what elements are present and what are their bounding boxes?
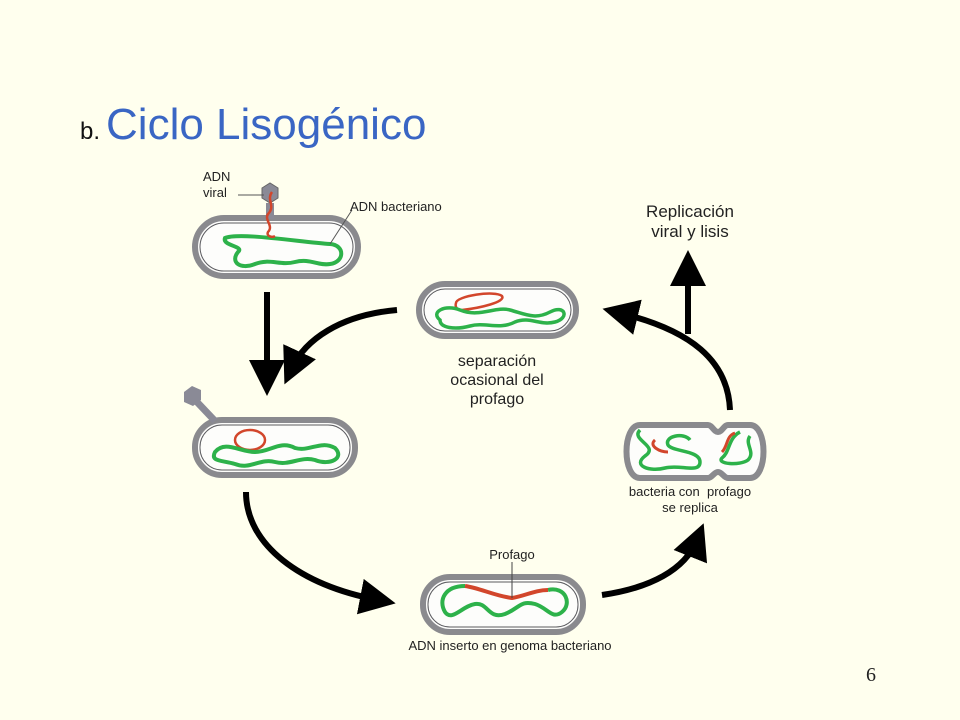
label-replication-line2: viral y lisis — [651, 222, 729, 242]
label-viral-dna-line1: ADN — [203, 169, 231, 184]
label-prophage: Profago — [489, 547, 535, 562]
label-replication-lysis: Replicación viral y lisis — [620, 202, 760, 243]
cell-wall-inner — [199, 424, 351, 471]
cell-infection — [192, 182, 361, 279]
arrow-circle-to-integration — [243, 491, 396, 615]
prophage-dna-right — [720, 431, 736, 454]
cell-wall-inner — [423, 288, 572, 332]
cell-wall — [192, 215, 361, 279]
bacterial-dna-right — [719, 430, 753, 466]
label-bacterial-dna: ADN bacteriano — [350, 199, 442, 214]
cell-circularization — [184, 386, 358, 478]
page-number: 6 — [866, 664, 876, 686]
slide-title: b.Ciclo Lisogénico — [80, 100, 426, 150]
label-inserted-dna: ADN inserto en genoma bacteriano — [408, 638, 612, 653]
bacterial-dna-left — [636, 428, 702, 471]
label-viral-dna-line2: viral — [203, 184, 227, 200]
label-separation-line3: profago — [469, 391, 525, 409]
bacterial-dna — [211, 443, 341, 468]
bacterial-dna — [435, 306, 566, 330]
title-prefix: b. — [80, 118, 101, 145]
arrow-excision-to-circle — [283, 307, 398, 385]
label-replication-line1: Replicación — [646, 202, 734, 221]
label-dividing-cell: bacteria con profago se replica — [610, 484, 770, 515]
label-separation-line1: separación — [457, 353, 537, 370]
cell-division — [623, 422, 767, 481]
label-dividing-line1: bacteria con profago — [628, 484, 752, 499]
phage-tail-icon — [194, 399, 218, 424]
phage-head-icon — [184, 386, 201, 406]
arrow-integration-to-division — [601, 523, 708, 598]
label-separation: separación ocasional del profago — [430, 352, 564, 410]
bacterial-dna — [222, 234, 344, 269]
label-viral-dna: ADN viral — [203, 169, 230, 200]
cell-excision — [416, 281, 579, 339]
cell-wall — [420, 574, 586, 635]
cell-wall-inner — [199, 222, 354, 272]
cell-integration — [420, 562, 586, 635]
label-dividing-line2: se replica — [662, 499, 718, 515]
arrow-division-to-excision — [602, 299, 733, 411]
bacterial-dna-leader-line — [329, 209, 353, 245]
cell-wall-inner — [427, 581, 579, 628]
viral-dna-strand — [265, 191, 276, 239]
bacterial-dna — [440, 584, 569, 618]
title-main: Ciclo Lisogénico — [106, 100, 427, 149]
prophage-dna-left — [651, 438, 669, 454]
label-separation-line2: ocasional del — [450, 372, 544, 390]
